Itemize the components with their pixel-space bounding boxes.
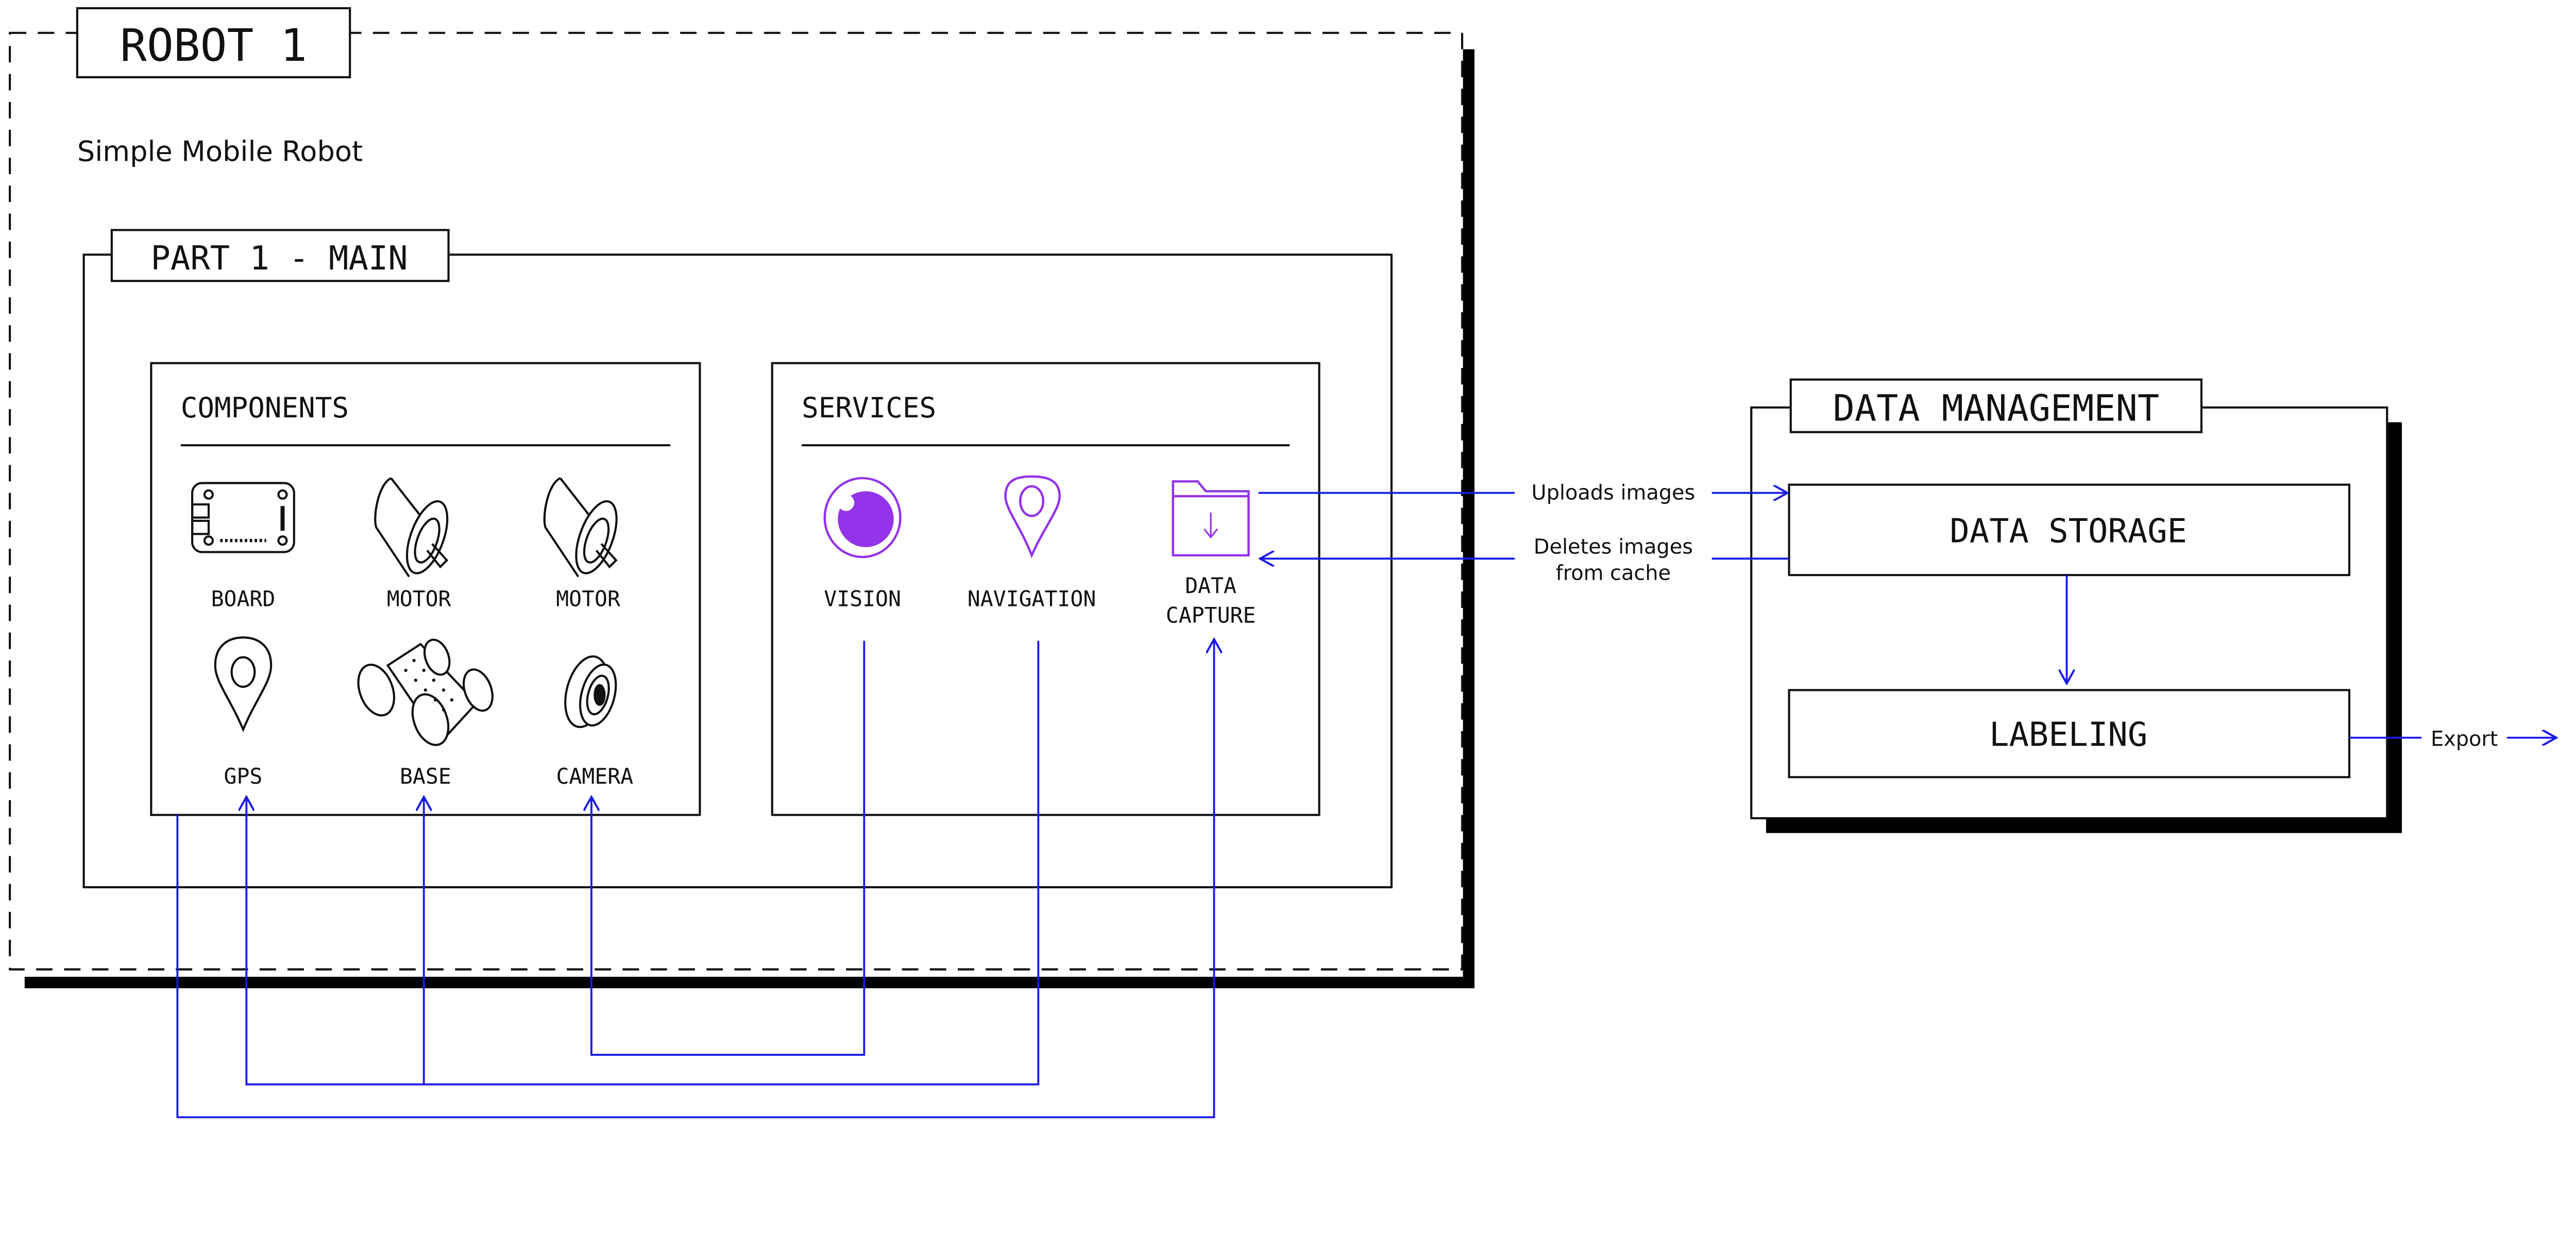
service-label-navigation: NAVIGATION: [968, 587, 1096, 612]
components-to-data-capture-arrow: [176, 639, 1214, 1119]
data-storage-label: DATA STORAGE: [1950, 512, 2187, 550]
data-management-title: DATA MANAGEMENT: [1833, 387, 2159, 429]
motor-icon: [543, 477, 618, 578]
service-label-data-capture-1: DATA: [1185, 573, 1236, 598]
service-label-data-capture-2: CAPTURE: [1166, 603, 1256, 628]
services-heading: SERVICES: [802, 392, 936, 424]
component-label-motor-1: MOTOR: [387, 587, 451, 612]
uploads-label: Uploads images: [1531, 481, 1695, 504]
deletes-label-1: Deletes images: [1534, 535, 1693, 559]
components-panel: COMPONENTS BOARD MOTOR MOTOR: [150, 362, 701, 816]
board-icon: [191, 482, 295, 553]
export-label: Export: [2431, 728, 2498, 751]
part-title-box: [110, 229, 450, 282]
data-management-title-box: [1789, 378, 2203, 433]
component-label-motor-2: MOTOR: [556, 587, 620, 612]
services-panel: SERVICES VISION NAVIGATION DATA CAPTURE: [771, 362, 1320, 816]
component-label-camera: CAMERA: [556, 764, 633, 789]
rover-base-icon: [357, 638, 494, 746]
component-label-base: BASE: [400, 764, 451, 789]
vision-to-camera-arrow: [591, 640, 866, 1056]
component-label-gps: GPS: [224, 764, 263, 789]
motor-icon: [374, 477, 449, 578]
service-label-vision: VISION: [824, 587, 901, 612]
robot-architecture-diagram: ROBOT 1 Simple Mobile Robot PART 1 - MAI…: [9, 7, 2576, 1119]
connectors: Uploads images Deletes images from cache…: [176, 481, 2556, 1119]
folder-download-icon: [1172, 480, 1250, 557]
component-label-board: BOARD: [211, 587, 276, 612]
gps-pin-icon: [214, 636, 273, 733]
eye-icon: [823, 477, 902, 559]
robot-title-box: [76, 7, 351, 78]
data-management: DATA MANAGEMENT DATA STORAGE LABELING: [1750, 378, 2402, 833]
robot-subtitle: Simple Mobile Robot: [77, 136, 363, 168]
labeling-box: [1788, 689, 2351, 779]
camera-icon: [564, 655, 617, 729]
location-pin-icon: [1004, 475, 1061, 559]
data-storage-box: [1788, 483, 2351, 577]
navigation-to-gps-arrow: [246, 640, 1040, 1086]
robot-frame-shadow: [24, 49, 1475, 989]
part-title: PART 1 - MAIN: [151, 240, 408, 278]
deletes-label-2: from cache: [1556, 562, 1671, 585]
robot-title: ROBOT 1: [120, 20, 307, 72]
labeling-label: LABELING: [1989, 716, 2147, 754]
components-heading: COMPONENTS: [181, 392, 349, 424]
